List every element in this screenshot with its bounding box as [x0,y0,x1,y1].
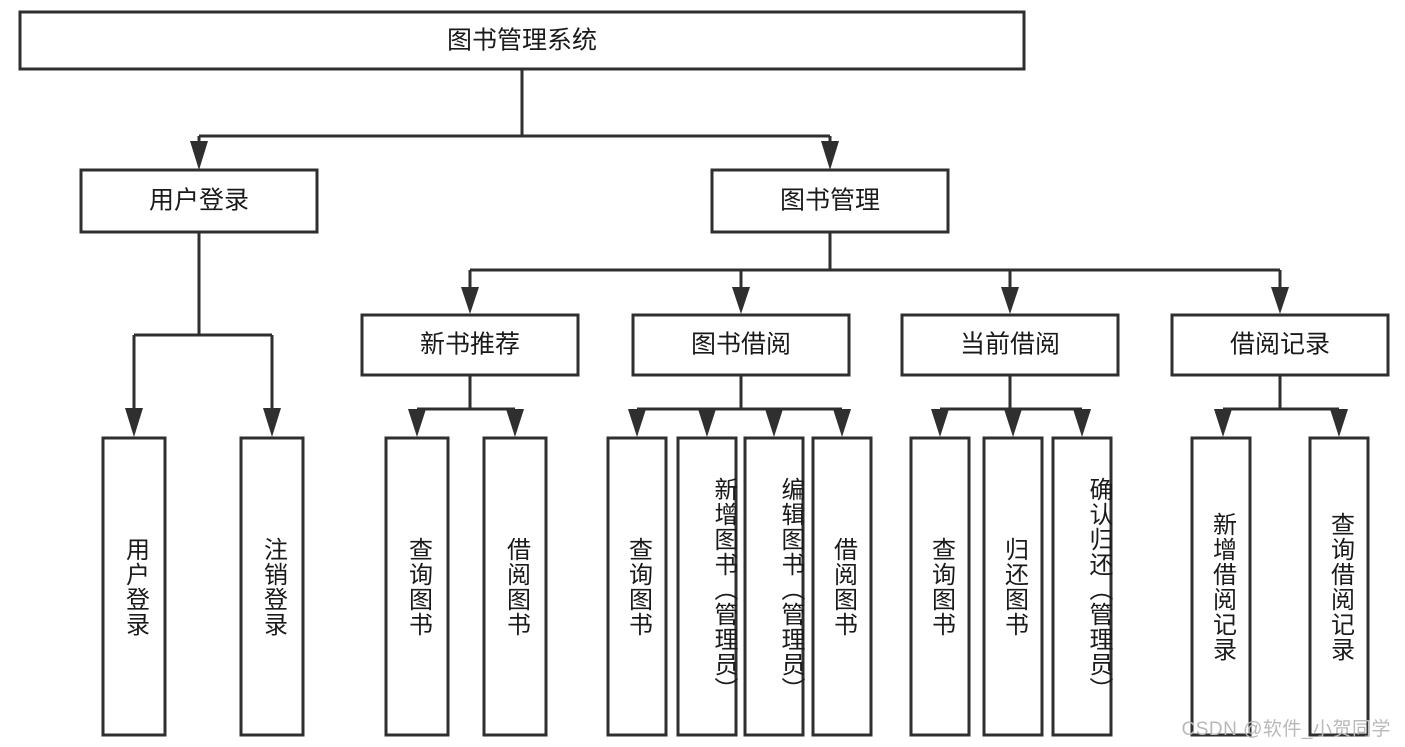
node-leaf-user-login-box[interactable] [101,436,167,737]
arrow-to-leaf-add-book-admin [698,409,716,437]
node-book-borrow-box[interactable] [631,313,851,377]
node-leaf-query-book-current-box[interactable] [909,436,971,737]
node-user-login-box[interactable] [79,168,319,234]
node-leaf-confirm-return-admin-box[interactable] [1051,436,1113,737]
node-root-box[interactable] [18,10,1026,71]
node-leaf-query-book-rec-box[interactable] [384,436,450,737]
arrow-to-new-book-recommend [461,287,479,314]
node-new-book-recommend-box[interactable] [360,313,580,377]
node-book-management-box[interactable] [710,168,950,234]
node-borrow-record-box[interactable] [1170,313,1390,377]
node-book-borrow-label: 图书借阅 [691,331,791,359]
connector-layer [125,69,1348,437]
arrow-to-leaf-add-borrow-record [1214,409,1232,437]
node-leaf-add-book-admin-box[interactable] [676,436,738,737]
arrow-to-leaf-borrow-book-rec [506,409,524,437]
node-leaf-query-book-borrow-box[interactable] [606,436,668,737]
arrow-to-borrow-record [1271,287,1289,314]
node-leaf-logout-box[interactable] [239,436,305,737]
arrow-to-leaf-return-book [1004,409,1022,437]
arrow-to-leaf-user-login [125,408,143,437]
arrow-to-leaf-query-book-borrow [628,409,646,437]
node-current-borrow-box[interactable] [900,313,1120,377]
arrow-to-leaf-confirm-return-admin [1073,409,1091,437]
arrow-to-leaf-logout [263,408,281,437]
node-leaf-add-borrow-record-box[interactable] [1190,436,1252,737]
arrow-to-current-borrow [1001,287,1019,314]
node-layer: 图书管理系统 用户登录 图书管理 新书推荐 图书借阅 当前借阅 借阅记录 [18,10,1390,737]
arrow-to-leaf-borrow-book [833,409,851,437]
node-borrow-record-label: 借阅记录 [1230,331,1330,359]
node-user-login-label: 用户登录 [149,187,249,215]
arrow-to-leaf-query-book-rec [408,409,426,437]
arrow-to-leaf-query-book-current [931,409,949,437]
node-current-borrow-label: 当前借阅 [960,331,1060,359]
node-leaf-return-book-box[interactable] [982,436,1044,737]
arrow-to-book-management [821,141,839,170]
node-leaf-borrow-book-rec-box[interactable] [482,436,548,737]
node-book-management-label: 图书管理 [780,187,880,215]
arrow-to-leaf-query-borrow-record [1330,409,1348,437]
watermark-text: CSDN @软件_小贺同学 [1181,719,1391,740]
node-leaf-query-borrow-record-box[interactable] [1308,436,1370,737]
node-new-book-recommend-label: 新书推荐 [420,331,520,359]
node-leaf-borrow-book-box[interactable] [811,436,873,737]
node-leaf-edit-book-admin-box[interactable] [743,436,805,737]
arrow-to-book-borrow [732,287,750,314]
arrow-to-leaf-edit-book-admin [765,409,783,437]
node-root-label: 图书管理系统 [447,27,597,55]
arrow-to-user-login [190,141,208,170]
